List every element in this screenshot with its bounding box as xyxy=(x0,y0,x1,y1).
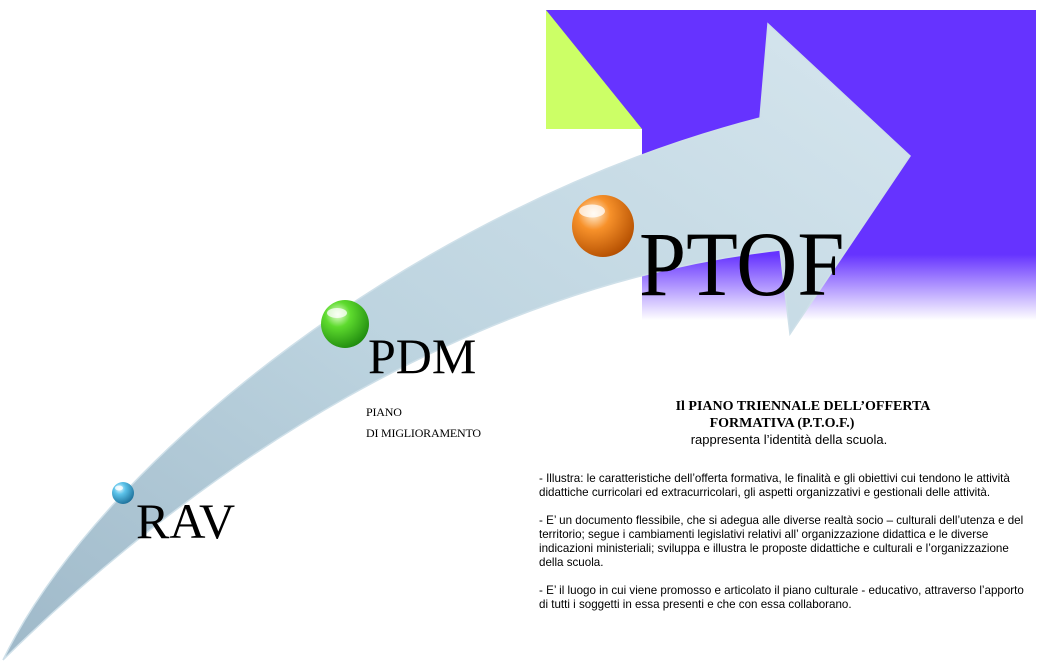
curved-arrow xyxy=(2,22,911,661)
ptof-heading-line2: FORMATIVA (P.T.O.F.) xyxy=(709,416,855,431)
ptof-heading: Il PIANO TRIENNALE DELL’OFFERTA FORMATIV… xyxy=(590,398,988,448)
ptof-label: PTOF xyxy=(639,213,845,315)
ptof-description: - Illustra: le caratteristiche dell’offe… xyxy=(539,472,1029,626)
rav-label: RAV xyxy=(136,493,236,549)
pdm-subtitle-line1: PIANO xyxy=(366,405,402,419)
pdm-bead-icon xyxy=(321,300,369,348)
rav-bead-icon xyxy=(112,482,134,504)
ptof-paragraph: - E’ un documento flessibile, che si ade… xyxy=(539,514,1024,569)
pdm-label: PDM xyxy=(368,328,477,384)
ptof-paragraph: - Illustra: le caratteristiche dell’offe… xyxy=(539,472,1010,499)
ptof-bead-icon xyxy=(572,195,634,257)
ptof-paragraph: - E’ il luogo in cui viene promosso e ar… xyxy=(539,584,1024,611)
pdm-subtitle-line2: DI MIGLIORAMENTO xyxy=(366,426,481,440)
ptof-heading-line3: rappresenta l’identità della scuola. xyxy=(690,432,888,447)
pdm-subtitle: PIANO DI MIGLIORAMENTO xyxy=(366,402,481,444)
ptof-heading-line1: Il PIANO TRIENNALE DELL’OFFERTA xyxy=(675,399,931,414)
lime-triangle xyxy=(546,10,642,129)
